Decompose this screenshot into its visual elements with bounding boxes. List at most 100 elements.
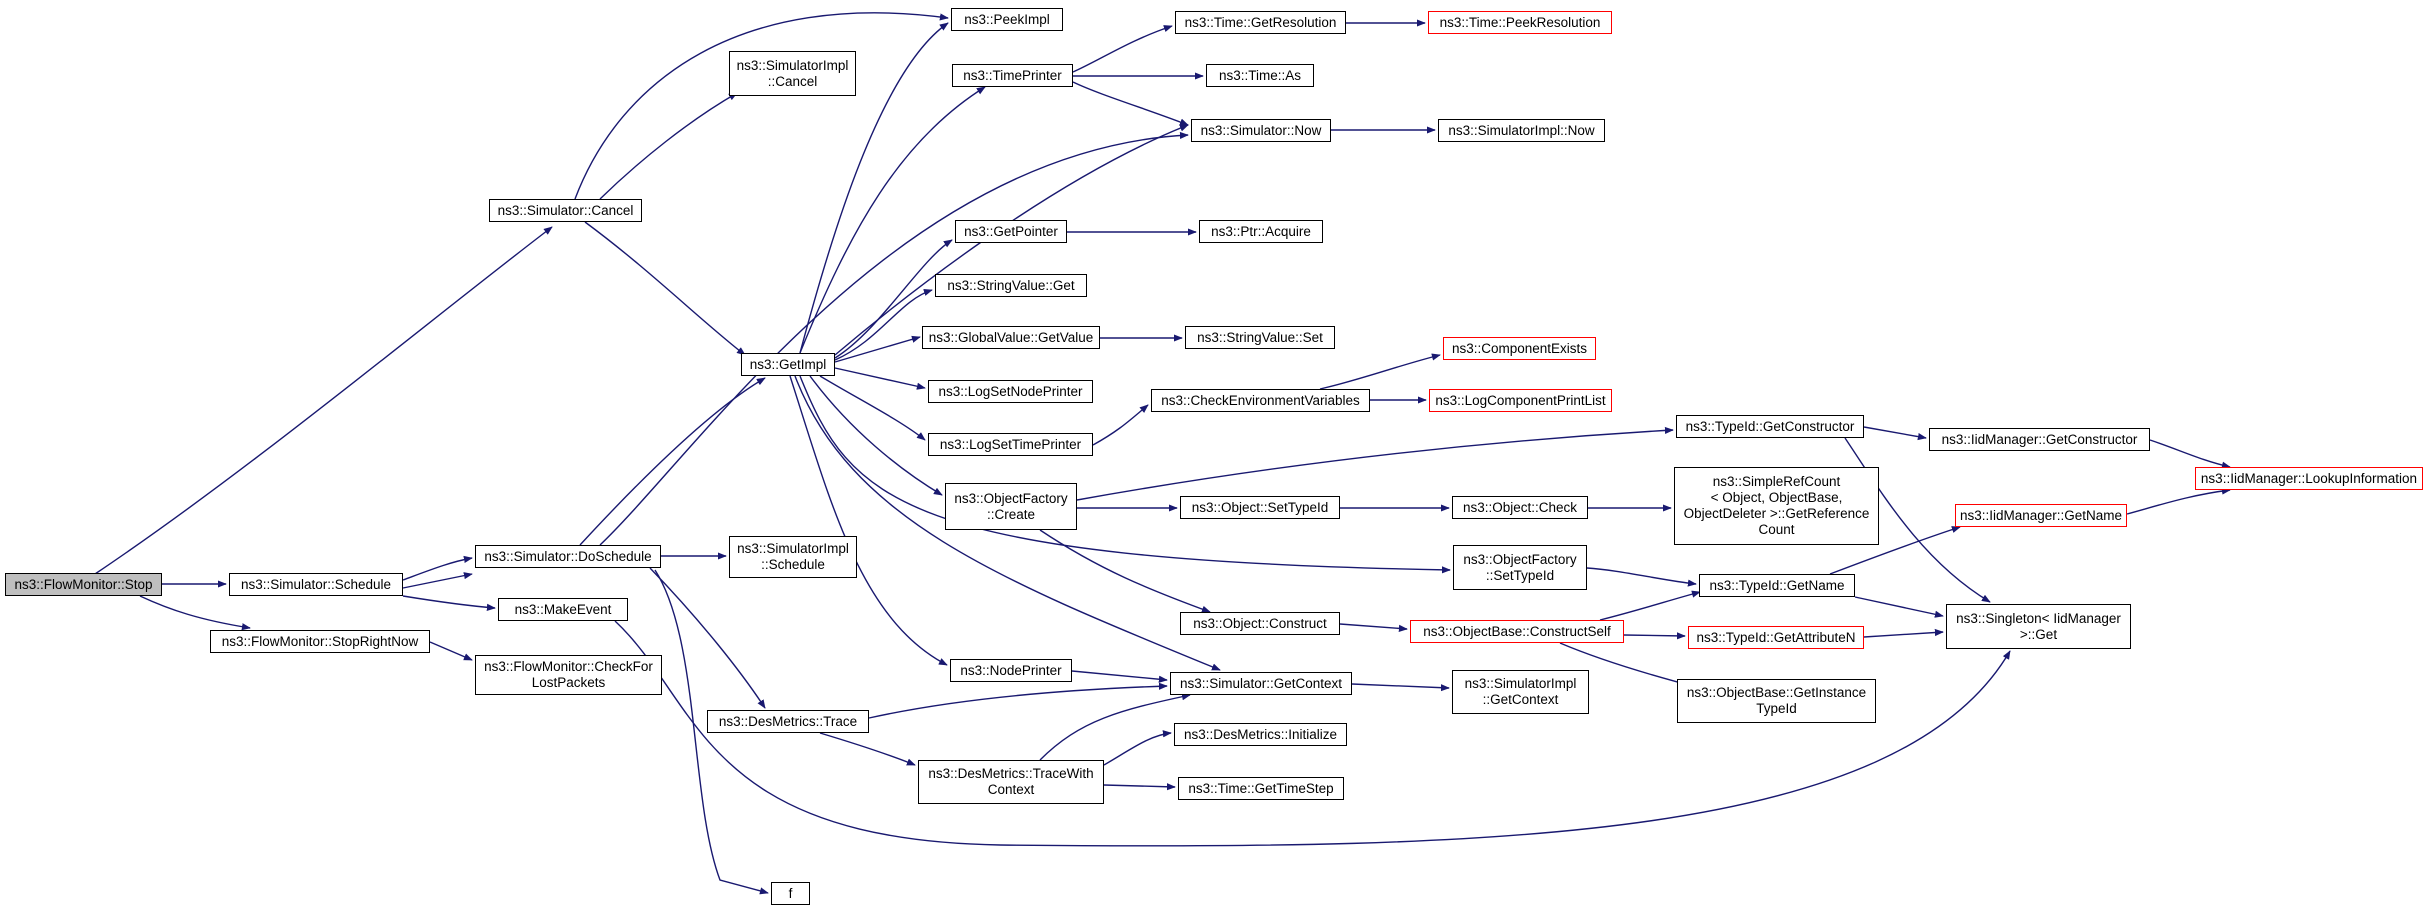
call-edge: [402, 572, 473, 589]
call-edge: [799, 375, 1451, 574]
call-edge: [1339, 623, 1408, 632]
node-time-gettimestep[interactable]: ns3::Time::GetTimeStep: [1178, 777, 1344, 800]
call-edge: [834, 288, 933, 361]
node-logsettimeprinter[interactable]: ns3::LogSetTimePrinter: [928, 433, 1093, 456]
node-time-as[interactable]: ns3::Time::As: [1206, 64, 1314, 87]
call-edge: [1351, 683, 1450, 692]
call-edge: [789, 375, 948, 666]
node-objectfactory-settypeid[interactable]: ns3::ObjectFactory ::SetTypeId: [1453, 545, 1587, 590]
call-edge: [834, 239, 953, 359]
call-edge: [819, 375, 926, 441]
call-edge: [139, 595, 251, 631]
call-edge: [1319, 353, 1441, 390]
node-stringvalue-get[interactable]: ns3::StringValue::Get: [935, 274, 1087, 297]
node-simulatorimpl-schedule[interactable]: ns3::SimulatorImpl ::Schedule: [729, 536, 857, 578]
node-makeevent[interactable]: ns3::MakeEvent: [498, 598, 628, 621]
node-simulator-cancel[interactable]: ns3::Simulator::Cancel: [489, 199, 642, 222]
node-peekimpl[interactable]: ns3::PeekImpl: [951, 8, 1063, 31]
node-simulator-doschedule[interactable]: ns3::Simulator::DoSchedule: [475, 545, 661, 568]
node-globalvalue-getvalue[interactable]: ns3::GlobalValue::GetValue: [922, 326, 1100, 349]
call-edge: [1844, 437, 1991, 603]
node-stringvalue-set[interactable]: ns3::StringValue::Set: [1185, 326, 1335, 349]
call-edge: [819, 732, 916, 766]
call-edge: [1863, 426, 1927, 441]
call-edge: [579, 377, 766, 546]
call-edge: [1039, 693, 1191, 761]
node-flowmonitor-checkforlostpackets[interactable]: ns3::FlowMonitor::CheckFor LostPackets: [475, 655, 662, 695]
call-edge: [799, 86, 986, 354]
call-edge: [2126, 487, 2231, 515]
call-edge: [1071, 670, 1168, 683]
node-simulator-getcontext[interactable]: ns3::Simulator::GetContext: [1170, 672, 1352, 695]
call-edge: [1623, 632, 1686, 640]
node-typeid-getattributen[interactable]: ns3::TypeId::GetAttributeN: [1688, 626, 1864, 649]
call-edge: [1586, 567, 1697, 587]
node-typeid-getname[interactable]: ns3::TypeId::GetName: [1699, 574, 1855, 597]
call-edge: [1072, 25, 1173, 73]
call-edge: [1039, 529, 1211, 613]
call-edge: [429, 641, 473, 661]
call-edge: [868, 682, 1168, 719]
call-edge: [799, 22, 949, 354]
call-edge: [94, 226, 553, 575]
call-edge: [2149, 439, 2231, 469]
node-nodeprinter[interactable]: ns3::NodePrinter: [950, 659, 1072, 682]
call-edge: [1599, 590, 1701, 621]
node-simulator-now[interactable]: ns3::Simulator::Now: [1191, 119, 1331, 142]
node-getpointer[interactable]: ns3::GetPointer: [955, 220, 1067, 243]
node-time-getresolution[interactable]: ns3::Time::GetResolution: [1175, 11, 1346, 34]
node-object-construct[interactable]: ns3::Object::Construct: [1180, 612, 1340, 635]
call-edge: [794, 375, 1221, 671]
call-edge: [402, 595, 496, 611]
call-edge: [649, 567, 766, 709]
call-edge: [599, 131, 1189, 546]
call-edge: [584, 221, 746, 356]
node-checkenvironmentvariables[interactable]: ns3::CheckEnvironmentVariables: [1151, 389, 1370, 412]
call-edge: [1854, 596, 1944, 618]
node-simulator-schedule[interactable]: ns3::Simulator::Schedule: [229, 573, 403, 596]
node-componentexists[interactable]: ns3::ComponentExists: [1443, 337, 1596, 360]
node-simplerefcount-getreferencecount[interactable]: ns3::SimpleRefCount < Object, ObjectBase…: [1674, 467, 1879, 545]
node-logcomponentprintlist[interactable]: ns3::LogComponentPrintList: [1429, 389, 1612, 412]
node-desmetrics-trace[interactable]: ns3::DesMetrics::Trace: [707, 710, 869, 733]
node-iidmanager-getname[interactable]: ns3::IidManager::GetName: [1955, 504, 2127, 527]
node-iidmanager-getconstructor[interactable]: ns3::IidManager::GetConstructor: [1929, 428, 2150, 451]
node-f[interactable]: f: [771, 882, 810, 905]
node-desmetrics-tracewithcontext[interactable]: ns3::DesMetrics::TraceWith Context: [918, 760, 1104, 804]
node-time-getresolution-truncated-peekresolution[interactable]: ns3::Time::PeekResolution: [1428, 11, 1612, 34]
call-edge: [834, 367, 926, 390]
node-simulatorimpl-now[interactable]: ns3::SimulatorImpl::Now: [1438, 119, 1605, 142]
node-objectfactory-create[interactable]: ns3::ObjectFactory ::Create: [945, 483, 1077, 530]
call-edge: [614, 620, 2011, 847]
node-singleton-iidmanager-get[interactable]: ns3::Singleton< IidManager >::Get: [1946, 604, 2131, 649]
node-iidmanager-lookupinformation[interactable]: ns3::IidManager::LookupInformation: [2195, 467, 2423, 490]
call-edge: [402, 555, 473, 581]
call-edge: [1103, 783, 1176, 791]
node-desmetrics-initialize[interactable]: ns3::DesMetrics::Initialize: [1174, 723, 1347, 746]
node-typeid-getconstructor[interactable]: ns3::TypeId::GetConstructor: [1676, 415, 1864, 438]
call-edge: [1829, 526, 1961, 575]
call-edge: [599, 92, 738, 200]
call-edge: [834, 335, 921, 363]
node-timeprinter[interactable]: ns3::TimePrinter: [952, 64, 1073, 87]
call-edge: [1092, 404, 1149, 446]
call-edge: [654, 569, 769, 895]
node-ptr-acquire[interactable]: ns3::Ptr::Acquire: [1199, 220, 1323, 243]
call-edge: [809, 375, 943, 496]
call-edge: [1072, 81, 1189, 126]
node-flowmonitor-stop: ns3::FlowMonitor::Stop: [5, 573, 162, 596]
call-edge: [1863, 628, 1944, 638]
node-object-settypeid[interactable]: ns3::Object::SetTypeId: [1180, 496, 1340, 519]
node-flowmonitor-stoprightnow[interactable]: ns3::FlowMonitor::StopRightNow: [210, 630, 430, 653]
node-object-check[interactable]: ns3::Object::Check: [1452, 496, 1588, 519]
node-objectbase-getinstancetypeid[interactable]: ns3::ObjectBase::GetInstance TypeId: [1677, 679, 1876, 723]
node-simulatorimpl-getcontext[interactable]: ns3::SimulatorImpl ::GetContext: [1452, 670, 1589, 714]
node-objectbase-constructself[interactable]: ns3::ObjectBase::ConstructSelf: [1410, 620, 1624, 643]
call-edge: [574, 12, 949, 200]
call-edge: [1103, 730, 1172, 766]
node-simulatorimpl-cancel[interactable]: ns3::SimulatorImpl ::Cancel: [729, 51, 856, 96]
node-logsetnodeprinter[interactable]: ns3::LogSetNodePrinter: [928, 380, 1093, 403]
call-edge: [1076, 426, 1674, 501]
node-getimpl[interactable]: ns3::GetImpl: [741, 353, 835, 376]
